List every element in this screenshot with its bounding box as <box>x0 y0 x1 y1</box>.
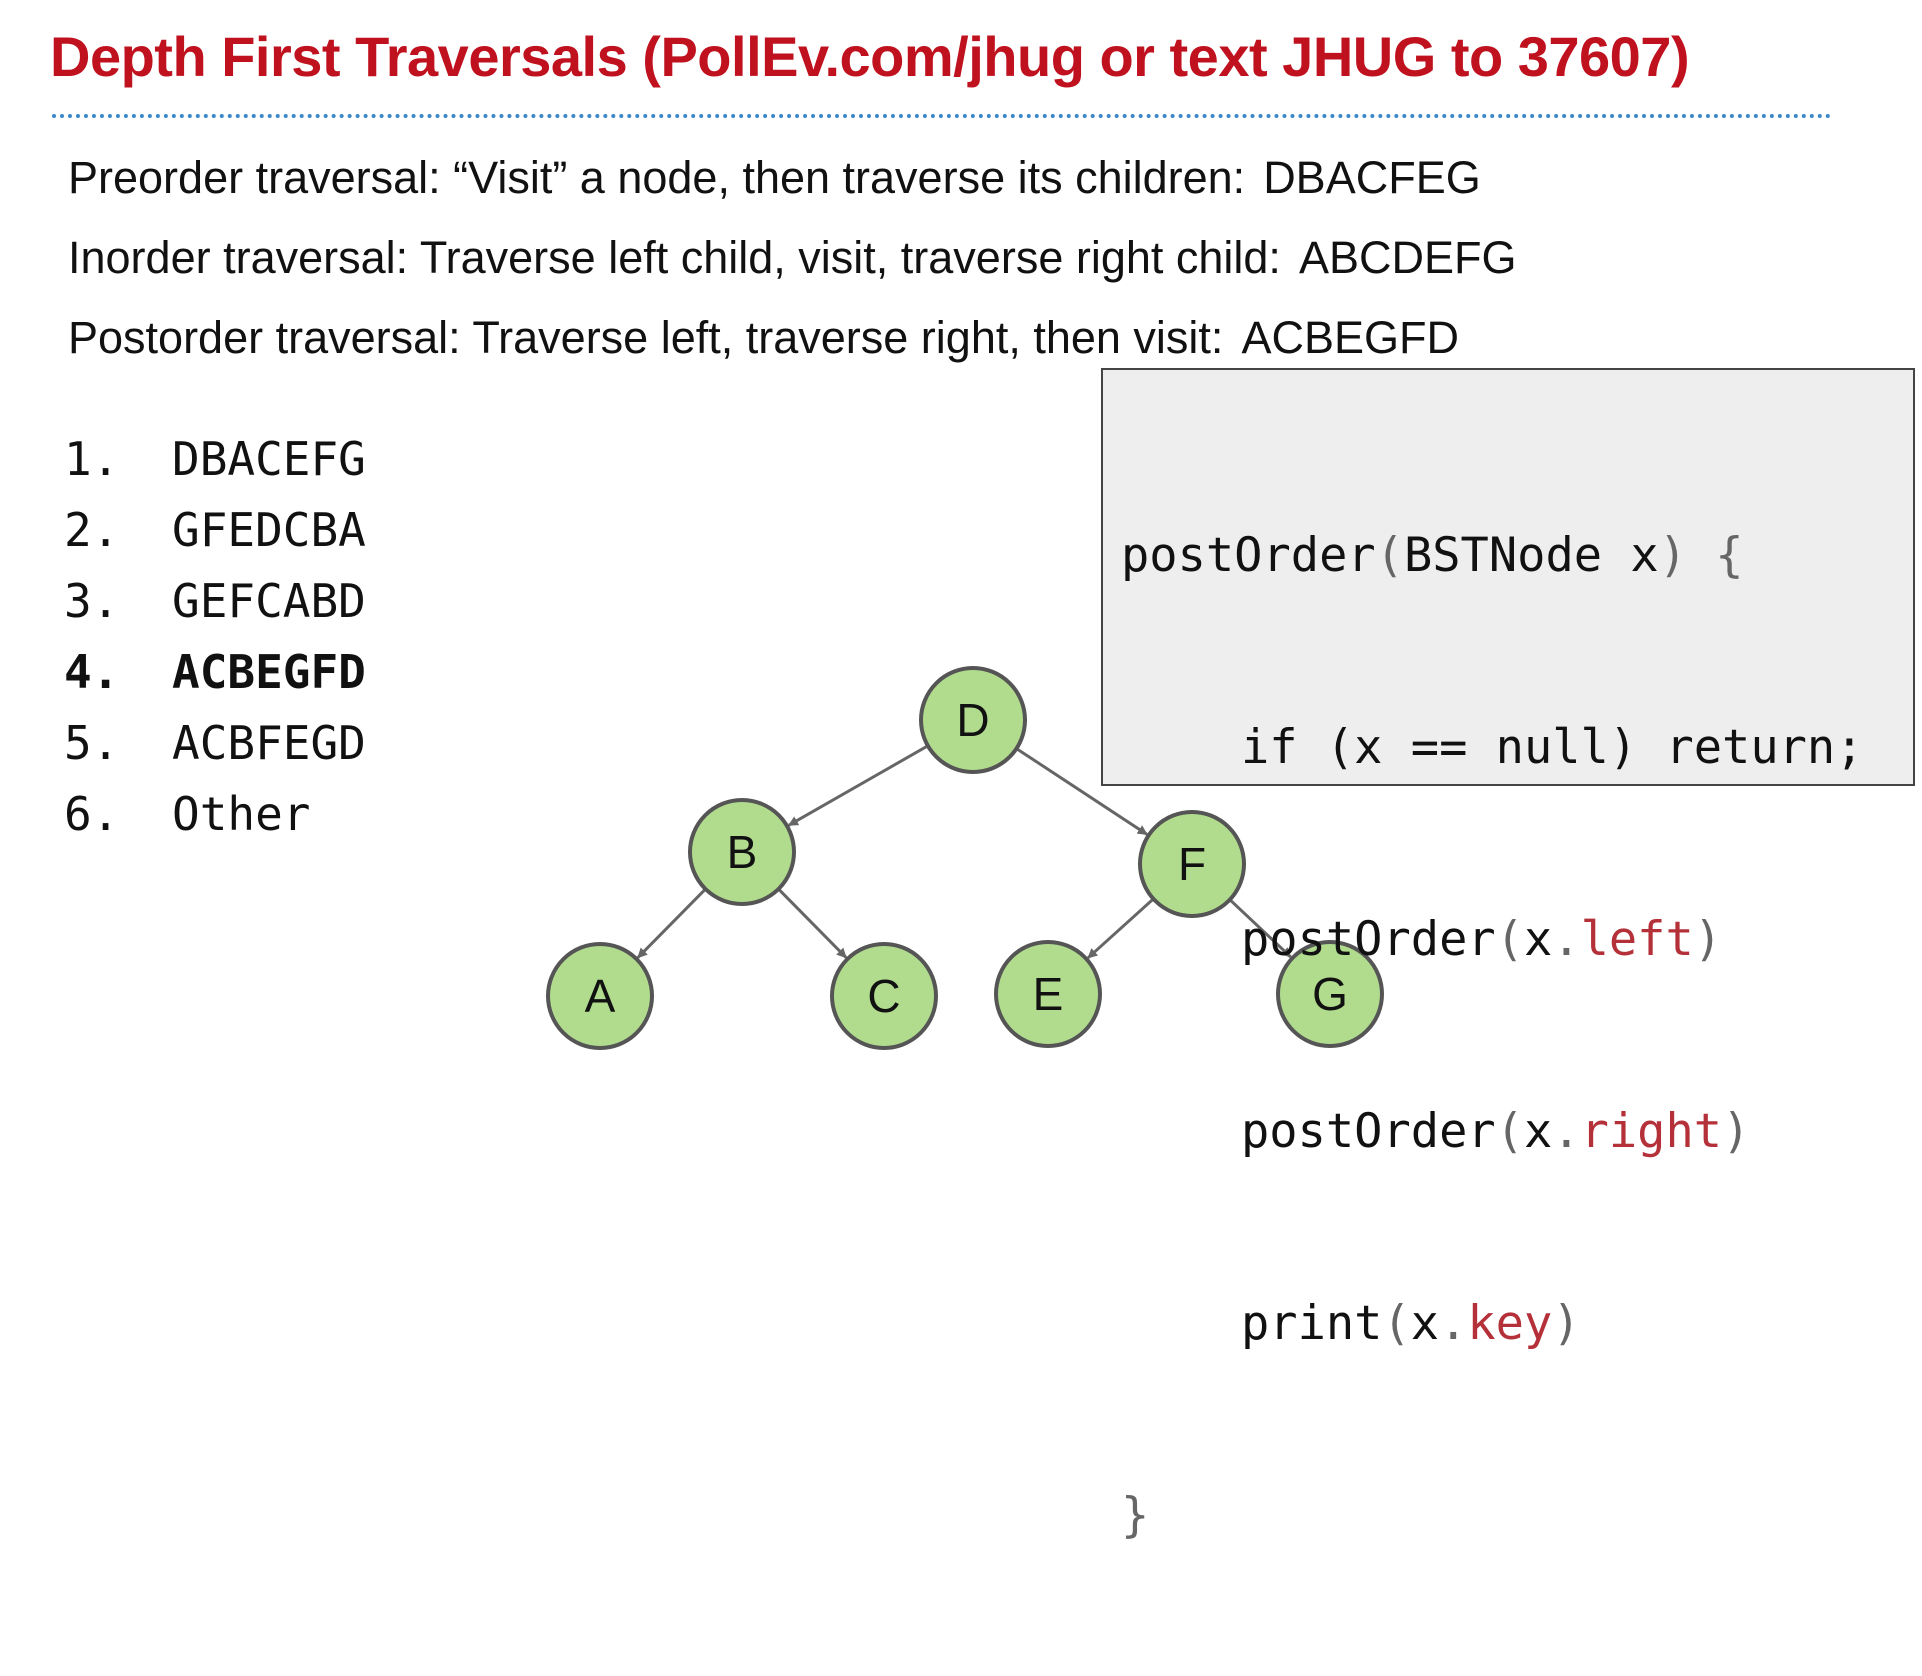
option-number: 2. <box>64 503 120 557</box>
code-token: x <box>1410 1296 1440 1351</box>
node-label: F <box>1178 838 1206 890</box>
code-token: . <box>1552 1104 1581 1159</box>
tree-node-E: E <box>994 940 1102 1048</box>
option-number: 5. <box>64 716 120 770</box>
node-circle <box>830 942 938 1050</box>
edge-D-F <box>1015 747 1148 836</box>
option-number: 1. <box>64 432 120 486</box>
option-number: 4. <box>64 645 120 699</box>
poll-options: 1.DBACEFG 2.GFEDCBA 3.GEFCABD 4.ACBEGFD … <box>64 424 366 850</box>
node-label: D <box>956 694 989 746</box>
code-line-2: if (x == null) return; <box>1121 716 1864 780</box>
code-token: ) <box>1693 912 1723 967</box>
code-line-1: postOrder(BSTNode x) { <box>1121 524 1864 588</box>
node-circle <box>546 942 654 1050</box>
option-text: DBACEFG <box>172 432 366 486</box>
code-token: . <box>1552 912 1581 967</box>
code-panel: postOrder(BSTNode x) { if (x == null) re… <box>1101 368 1915 1543</box>
inorder-text: Inorder traversal: Traverse left child, … <box>68 232 1281 283</box>
code-token: BSTNode x <box>1403 528 1659 583</box>
tree-edges <box>636 744 1292 959</box>
tree-node-A: A <box>546 942 654 1050</box>
postorder-description: Postorder traversal: Traverse left, trav… <box>68 312 1459 364</box>
code-token: postOrder <box>1241 912 1496 967</box>
node-label: B <box>727 826 758 878</box>
tree-node-D: D <box>919 666 1027 774</box>
edge-B-A <box>636 887 707 959</box>
option-2: 2. GFEDCBA <box>64 495 366 566</box>
code-token: . <box>1439 1296 1468 1351</box>
tree-nodes: D B F A C E G <box>546 666 1384 1050</box>
code-line-3: postOrder(x.left) <box>1121 908 1864 972</box>
edge-D-B <box>788 744 929 827</box>
code-token: x <box>1523 912 1553 967</box>
option-text: Other <box>172 787 311 841</box>
preorder-description: Preorder traversal: “Visit” a node, then… <box>68 152 1481 204</box>
code-block: postOrder(BSTNode x) { if (x == null) re… <box>1121 396 1864 1676</box>
option-text: ACBFEGD <box>172 716 366 770</box>
code-token: ) <box>1658 528 1687 583</box>
tree-node-G: G <box>1276 940 1384 1048</box>
code-token: x <box>1523 1104 1553 1159</box>
code-token: ) <box>1552 1296 1581 1351</box>
slide-title: Depth First Traversals (PollEv.com/jhug … <box>50 25 1690 88</box>
option-6: 6. Other <box>64 779 366 850</box>
code-token: ( <box>1495 1104 1524 1159</box>
option-3: 3. GEFCABD <box>64 566 366 637</box>
option-1: 1. DBACEFG <box>64 424 366 495</box>
node-label: C <box>867 970 900 1022</box>
code-token: ) <box>1722 1104 1751 1159</box>
node-label: E <box>1033 968 1064 1020</box>
code-token: ( <box>1375 528 1404 583</box>
postorder-answer: ACBEGFD <box>1241 312 1459 363</box>
code-token: postOrder <box>1241 1104 1496 1159</box>
postorder-text: Postorder traversal: Traverse left, trav… <box>68 312 1224 363</box>
code-token: key <box>1467 1296 1553 1351</box>
preorder-text: Preorder traversal: “Visit” a node, then… <box>68 152 1246 203</box>
node-circle <box>688 798 796 906</box>
option-number: 6. <box>64 787 120 841</box>
inorder-answer: ABCDEFG <box>1298 232 1517 283</box>
node-circle <box>919 666 1027 774</box>
inorder-description: Inorder traversal: Traverse left child, … <box>68 232 1516 284</box>
option-4-correct: 4. ACBEGFD <box>64 637 366 708</box>
tree-node-F: F <box>1138 810 1246 918</box>
node-label: G <box>1312 968 1348 1020</box>
code-token: left <box>1580 912 1694 967</box>
code-token: { <box>1715 528 1744 583</box>
code-token: print <box>1241 1296 1383 1351</box>
node-circle <box>1138 810 1246 918</box>
option-text: GEFCABD <box>172 574 366 628</box>
tree-node-C: C <box>830 942 938 1050</box>
node-circle <box>1276 940 1384 1048</box>
code-token: } <box>1121 1488 1150 1543</box>
edge-F-G <box>1228 898 1292 959</box>
code-line-6: } <box>1121 1484 1864 1548</box>
tree-node-B: B <box>688 798 796 906</box>
code-token: postOrder <box>1121 528 1376 583</box>
code-token: if (x == null) return; <box>1241 720 1864 775</box>
code-token: right <box>1580 1104 1723 1159</box>
bst-diagram: D B F A C E G <box>546 666 1384 1050</box>
option-text: ACBEGFD <box>172 645 366 699</box>
node-circle <box>994 940 1102 1048</box>
node-label: A <box>585 970 616 1022</box>
option-text: GFEDCBA <box>172 503 366 557</box>
option-5: 5. ACBFEGD <box>64 708 366 779</box>
code-token: ( <box>1495 912 1524 967</box>
edge-F-E <box>1087 897 1155 959</box>
title-divider <box>52 114 1832 118</box>
option-number: 3. <box>64 574 120 628</box>
code-token: ( <box>1382 1296 1411 1351</box>
edge-B-C <box>777 887 848 959</box>
code-line-4: postOrder(x.right) <box>1121 1100 1864 1164</box>
code-line-5: print(x.key) <box>1121 1292 1864 1356</box>
preorder-answer: DBACFEG <box>1263 152 1481 203</box>
